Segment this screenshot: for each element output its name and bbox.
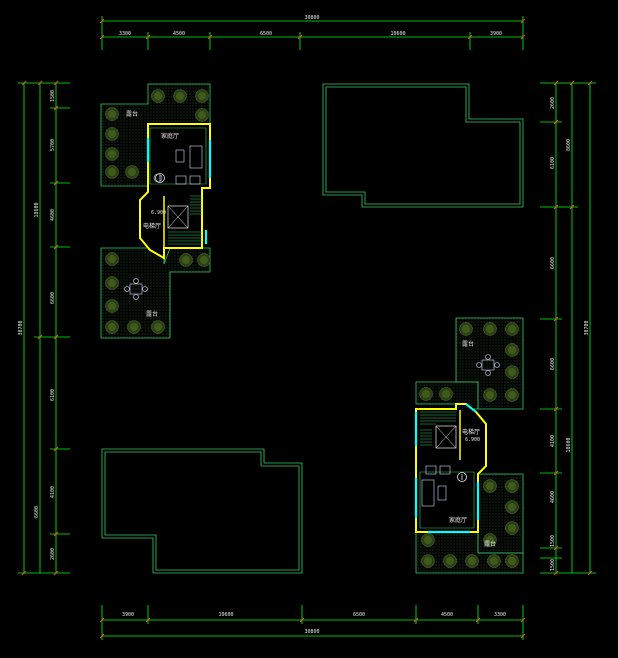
roof-outline-bottom-left — [101, 448, 303, 574]
top-dim-4: 10600 — [390, 31, 405, 37]
label-elevation-right: 6.900 — [465, 437, 480, 443]
label-terrace-top-left: 露台 — [126, 110, 138, 118]
label-terrace-bottom-left: 露台 — [146, 310, 158, 318]
right-dim-3: 6600 — [550, 257, 556, 269]
bottom-total-dimension: 30800 — [304, 629, 319, 635]
left-dim-7: 6600 — [34, 506, 40, 518]
right-mid-dimension: 18600 — [566, 437, 572, 452]
upper-left-unit — [100, 83, 212, 339]
right-dim-4: 6600 — [550, 358, 556, 370]
left-dimension-chain — [18, 82, 70, 574]
top-dim-5: 3900 — [490, 31, 502, 37]
top-dimension-chain — [101, 16, 524, 50]
bottom-dim-5: 3300 — [494, 612, 506, 618]
label-family-room-right: 家庭厅 — [449, 516, 467, 524]
right-inner-top-dimension: 8600 — [566, 139, 572, 151]
right-dim-5: 4100 — [550, 435, 556, 447]
label-elevation-left: 6.900 — [151, 210, 166, 216]
right-dim-2: 6100 — [550, 157, 556, 169]
left-dimension-ticks — [21, 80, 59, 576]
right-dimension-chain — [540, 82, 596, 574]
bottom-dim-2: 10600 — [218, 612, 233, 618]
lower-right-unit — [414, 317, 524, 574]
bottom-dim-4: 4500 — [441, 612, 453, 618]
bottom-dimension-chain — [101, 605, 524, 640]
bottom-dimension-ticks — [99, 617, 526, 639]
left-total-dimension: 30700 — [18, 320, 24, 335]
left-dim-6: 4100 — [50, 486, 56, 498]
left-mid-dimension: 18600 — [34, 202, 40, 217]
right-dim-7: 1500 — [550, 535, 556, 547]
label-elevator-hall-left: 电梯厅 — [143, 222, 161, 230]
label-elevator-hall-right: 电梯厅 — [462, 428, 480, 436]
top-dim-3: 6500 — [260, 31, 272, 37]
top-dimension-ticks — [99, 18, 526, 40]
right-dim-6: 4600 — [550, 491, 556, 503]
top-total-dimension: 30800 — [304, 15, 319, 21]
roof-outline-top-right — [322, 83, 524, 208]
top-dim-1: 3300 — [119, 31, 131, 37]
left-dim-3: 4600 — [50, 209, 56, 221]
label-terrace-top-right: 露台 — [462, 340, 474, 348]
left-dim-8: 2600 — [50, 548, 56, 560]
right-dimension-ticks — [553, 80, 593, 576]
label-family-room-left: 家庭厅 — [161, 132, 179, 140]
right-total-dimension: 30700 — [584, 320, 590, 335]
bottom-dim-3: 6500 — [353, 612, 365, 618]
left-dim-4: 6600 — [50, 292, 56, 304]
label-terrace-bottom-right: 露台 — [484, 540, 496, 548]
left-dim-1: 1500 — [50, 90, 56, 102]
right-dim-8: 1500 — [550, 559, 556, 571]
top-dim-2: 4500 — [173, 31, 185, 37]
left-dim-2: 5700 — [50, 139, 56, 151]
right-dim-1: 2600 — [550, 97, 556, 109]
left-dim-5: 6100 — [50, 389, 56, 401]
bottom-dim-1: 3900 — [122, 612, 134, 618]
